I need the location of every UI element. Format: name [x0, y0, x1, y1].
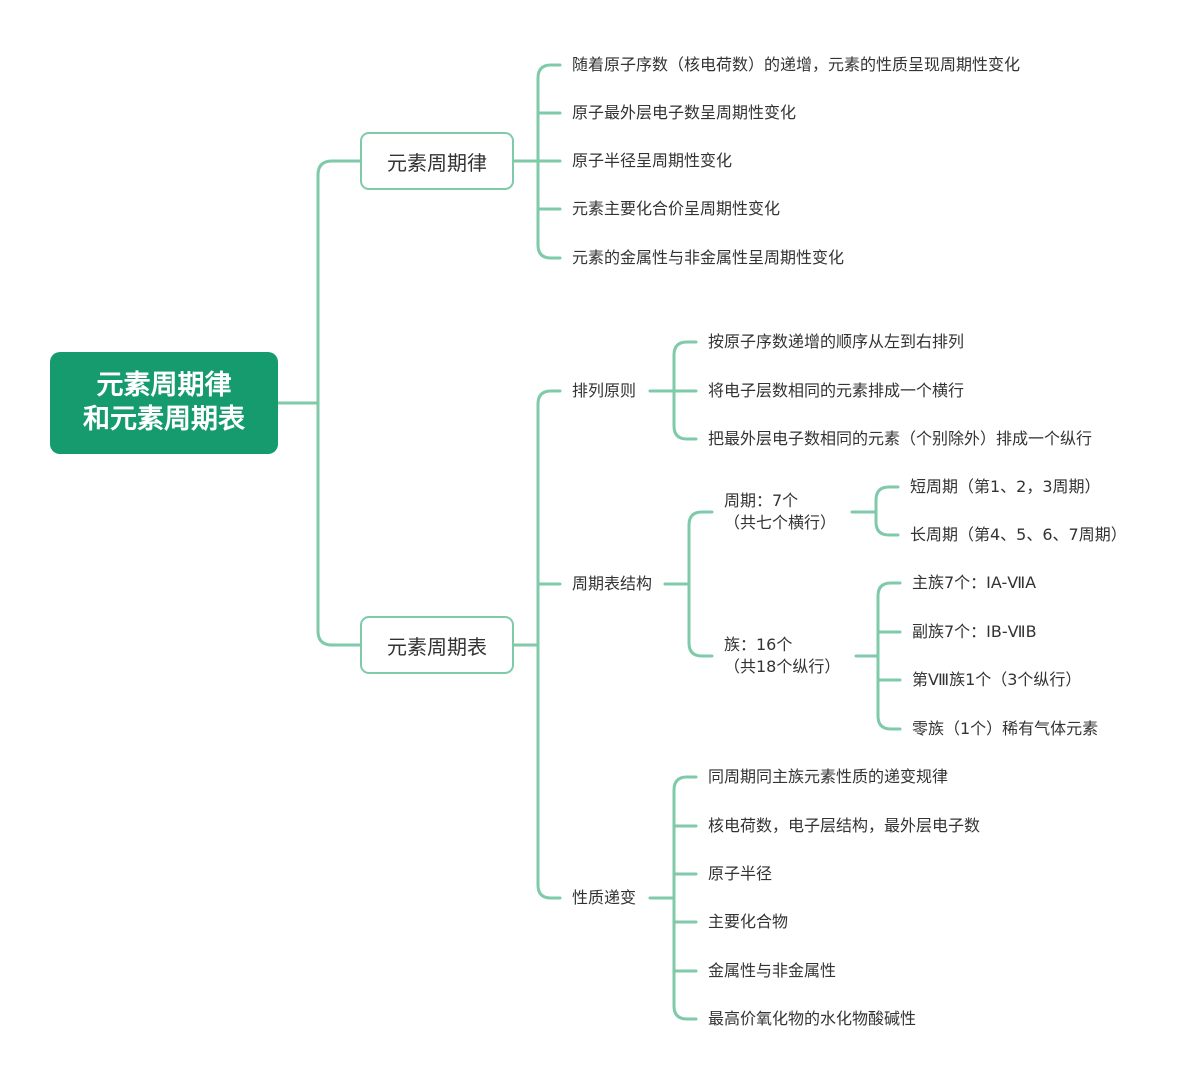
node-property-trends[interactable]: 性质递变: [572, 888, 637, 907]
arrangement-item-3[interactable]: 把最外层电子数相同的元素（个别除外）排成一个纵行: [708, 429, 1093, 448]
group-item-main[interactable]: 主族7个：ⅠA-ⅦA: [912, 573, 1037, 592]
arrangement-item-1[interactable]: 按原子序数递增的顺序从左到右排列: [708, 332, 965, 351]
node-periodic-table-label: 元素周期表: [387, 634, 487, 659]
group-item-zero[interactable]: 零族（1个）稀有气体元素: [912, 719, 1099, 738]
trend-item-6[interactable]: 最高价氧化物的水化物酸碱性: [708, 1009, 917, 1028]
root-line-1: 元素周期律: [96, 370, 232, 401]
group-item-sub[interactable]: 副族7个：ⅠB-ⅦB: [912, 622, 1037, 641]
periods-line-1: 周期：7个: [724, 491, 799, 510]
node-arrangement[interactable]: 排列原则: [572, 381, 637, 400]
law-item-2[interactable]: 原子最外层电子数呈周期性变化: [572, 103, 797, 122]
trend-item-5[interactable]: 金属性与非金属性: [708, 961, 837, 980]
period-item-long[interactable]: 长周期（第4、5、6、7周期）: [910, 525, 1127, 544]
law-item-3[interactable]: 原子半径呈周期性变化: [572, 151, 733, 170]
groups-line-1: 族：16个: [724, 635, 793, 654]
node-structure[interactable]: 周期表结构: [572, 574, 653, 593]
trend-item-2[interactable]: 核电荷数，电子层结构，最外层电子数: [708, 816, 981, 835]
node-periods[interactable]: 周期：7个 （共七个横行）: [724, 490, 836, 534]
law-item-5[interactable]: 元素的金属性与非金属性呈周期性变化: [572, 248, 845, 267]
group-item-eight[interactable]: 第Ⅷ族1个（3个纵行）: [912, 670, 1082, 689]
periods-line-2: （共七个横行）: [724, 513, 837, 532]
law-item-4[interactable]: 元素主要化合价呈周期性变化: [572, 199, 781, 218]
trend-item-1[interactable]: 同周期同主族元素性质的递变规律: [708, 767, 949, 786]
node-periodic-law[interactable]: 元素周期律: [360, 132, 514, 190]
trend-item-4[interactable]: 主要化合物: [708, 912, 789, 931]
trend-item-3[interactable]: 原子半径: [708, 864, 773, 883]
node-periodic-table[interactable]: 元素周期表: [360, 616, 514, 674]
law-item-1[interactable]: 随着原子序数（核电荷数）的递增，元素的性质呈现周期性变化: [572, 55, 1021, 74]
root-line-2: 和元素周期表: [83, 404, 245, 435]
groups-line-2: （共18个纵行）: [724, 657, 841, 676]
root-node[interactable]: 元素周期律 和元素周期表: [50, 352, 278, 454]
arrangement-item-2[interactable]: 将电子层数相同的元素排成一个横行: [708, 381, 965, 400]
node-periodic-law-label: 元素周期律: [387, 150, 487, 175]
node-groups[interactable]: 族：16个 （共18个纵行）: [724, 634, 840, 678]
period-item-short[interactable]: 短周期（第1、2，3周期）: [910, 477, 1101, 496]
